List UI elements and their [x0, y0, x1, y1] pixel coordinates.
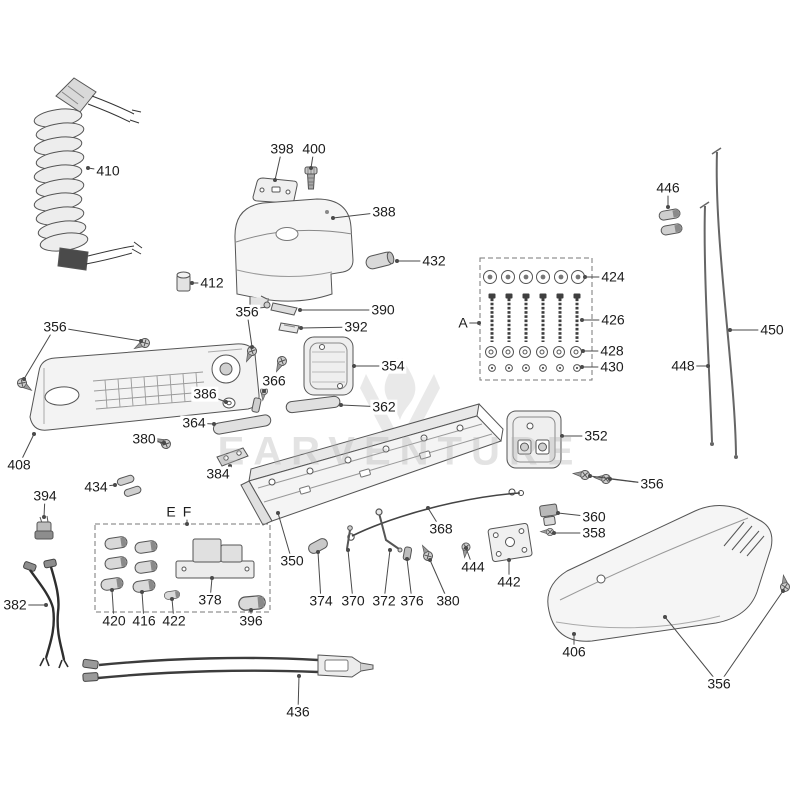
hardware-kit-A — [479, 257, 593, 381]
pin-376 — [402, 546, 413, 561]
screw-444 — [460, 542, 471, 559]
repair-kit-EF — [94, 523, 271, 613]
coiled-power-cord-410 — [33, 77, 143, 271]
pin-370 — [346, 525, 353, 550]
clip-392 — [278, 322, 300, 334]
screw-356 — [272, 354, 289, 375]
screw-356 — [572, 468, 591, 481]
pin-432 — [365, 251, 395, 270]
cable-436 — [82, 654, 374, 682]
control-head-cover-388 — [234, 198, 354, 310]
vent-screw-400 — [304, 166, 318, 190]
screw-380 — [417, 542, 435, 563]
screw-380 — [152, 434, 173, 451]
capsule-396 — [237, 594, 267, 612]
pins-434 — [116, 474, 142, 497]
battery-leads-382 — [23, 558, 69, 669]
plug-394 — [34, 515, 54, 540]
latch-390 — [260, 295, 298, 316]
connectors-446 — [658, 208, 683, 236]
side-cover-406 — [547, 505, 773, 642]
block-360 — [539, 503, 558, 526]
pivot-pin-364 — [212, 414, 272, 435]
pivot-pin-362 — [285, 395, 341, 414]
rod-450 — [711, 147, 738, 459]
rod-448 — [699, 201, 714, 446]
washer-386 — [222, 397, 236, 409]
lever-372 — [375, 508, 403, 553]
bracket-384 — [216, 447, 249, 467]
grip-374 — [308, 538, 328, 554]
capsule-422 — [163, 589, 181, 601]
bushing-412 — [176, 271, 191, 292]
upper-housing-408 — [29, 343, 260, 431]
steering-cable-368 — [347, 488, 524, 541]
side-plate-354 — [303, 336, 354, 396]
mount-block-378 — [175, 538, 255, 579]
screw-356 — [777, 573, 791, 593]
top-plate-398 — [252, 177, 298, 204]
base-channel-350 — [240, 403, 504, 526]
screw-358 — [540, 528, 554, 536]
mount-bracket-352 — [506, 410, 562, 469]
plate-442 — [487, 523, 533, 562]
pin-386b — [251, 397, 262, 413]
screw-356 — [15, 376, 35, 395]
screw-356 — [593, 472, 612, 485]
